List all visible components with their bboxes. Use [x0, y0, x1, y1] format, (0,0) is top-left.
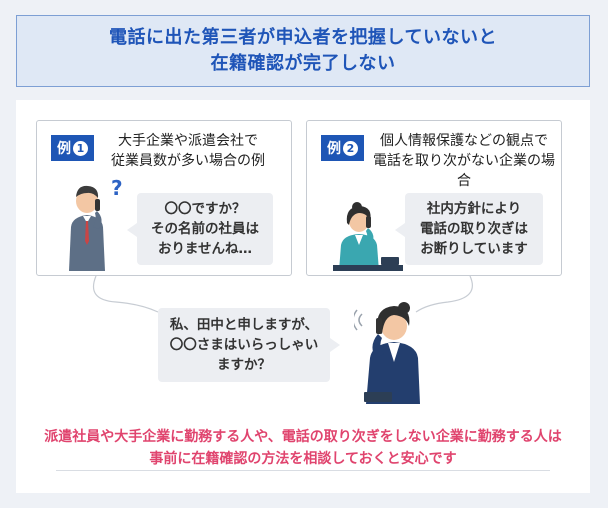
example-card-1: 例 1 大手企業や派遣会社で 従業員数が多い場合の例 ? 〇〇ですか？ その名前… — [36, 120, 292, 276]
caller-speech-bubble: 私、田中と申しますが、 〇〇さまはいらっしゃい ますか？ — [158, 308, 340, 382]
example-card-title: 大手企業や派遣会社で 従業員数が多い場合の例 — [111, 133, 265, 169]
office-man-illustration: ? — [69, 179, 123, 271]
page-title-line-1: 電話に出た第三者が申込者を把握していないと — [109, 27, 497, 48]
question-mark-icon: ? — [111, 179, 123, 200]
left-connector-curve — [92, 276, 159, 313]
advice-message-line-1: 派遣社員や大手企業に勤務する人や、電話の取り次ぎをしない企業に勤務する人は — [44, 429, 562, 445]
receptionist-speech-bubble-2: 社内方針により 電話の取り次ぎは お断りしています — [395, 193, 543, 265]
example-card-2: 例 2 個人情報保護などの観点で 電話を取り次がない企業の場合 社内方針により … — [306, 120, 562, 276]
page-title-box: 電話に出た第三者が申込者を把握していないと 在籍確認が完了しない — [16, 15, 590, 87]
example-badge-number: 2 — [343, 140, 358, 156]
example-badge-2: 例 2 — [321, 135, 364, 161]
right-connector-curve — [415, 276, 473, 313]
receptionist-speech-bubble-1: 〇〇ですか？ その名前の社員は おりませんね… — [127, 193, 273, 265]
advice-message-line-2: 事前に在籍確認の方法を相談しておくと安心です — [149, 451, 457, 467]
page-title-line-2: 在籍確認が完了しない — [210, 53, 396, 74]
caller-woman-illustration — [354, 302, 420, 404]
illustration-panel: 例 1 大手企業や派遣会社で 従業員数が多い場合の例 ? 〇〇ですか？ その名前… — [16, 100, 590, 493]
office-woman-illustration — [333, 202, 403, 271]
example-badge-label: 例 — [57, 141, 71, 157]
example-badge-number: 1 — [73, 140, 88, 156]
divider — [56, 470, 550, 471]
example-badge-1: 例 1 — [51, 135, 94, 161]
example-badge-label: 例 — [327, 141, 341, 157]
sound-waves-icon — [358, 313, 363, 327]
example-card-title: 個人情報保護などの観点で 電話を取り次がない企業の場合 — [373, 133, 555, 189]
